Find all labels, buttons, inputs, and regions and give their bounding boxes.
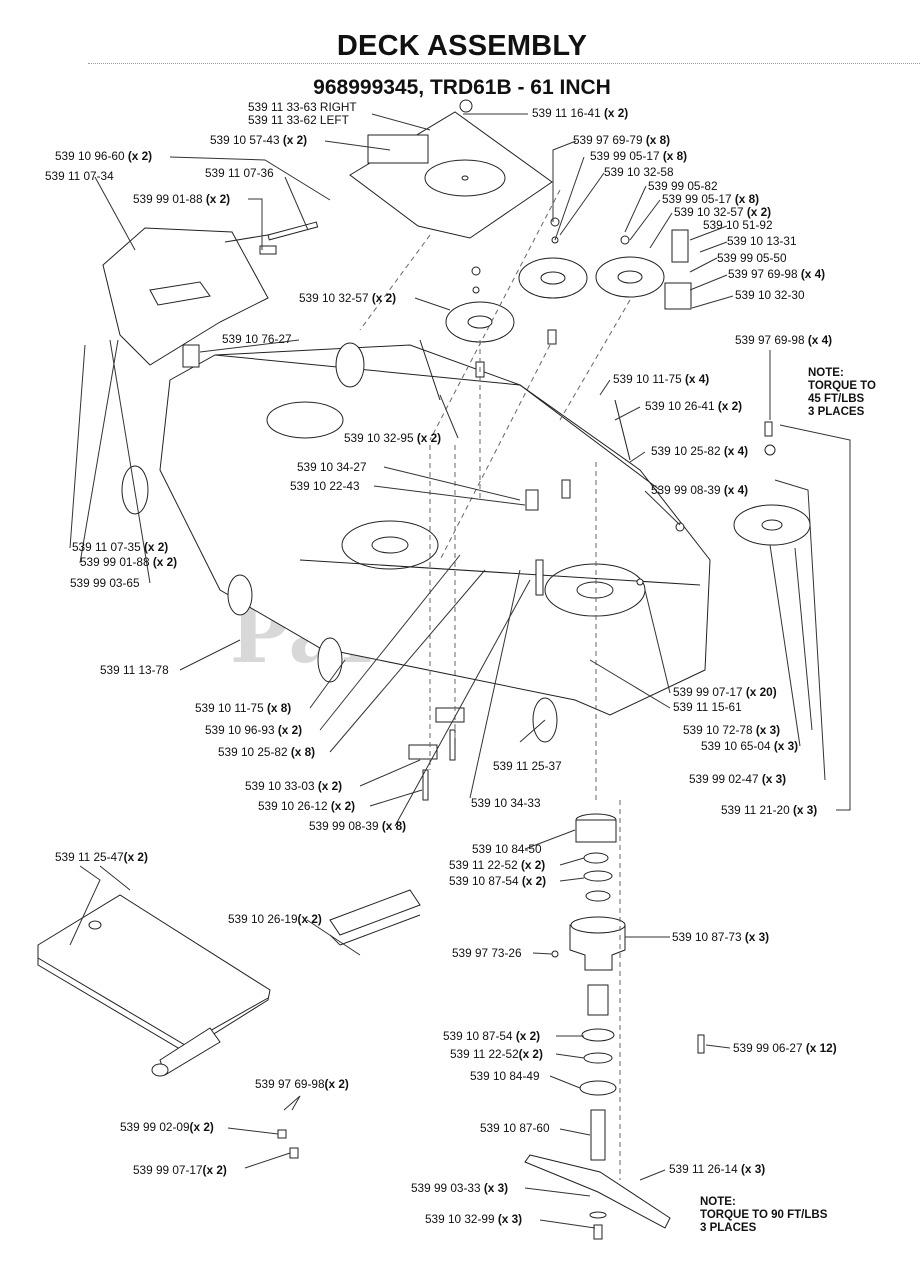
- torque-note-90: NOTE: TORQUE TO 90 FT/LBS 3 PLACES: [700, 1196, 828, 1234]
- part-label: 539 11 33-62 LEFT: [248, 113, 349, 127]
- part-label: 539 10 57-43 (x 2): [210, 133, 308, 147]
- part-label: 539 10 34-33: [471, 796, 541, 810]
- part-label: 539 99 03-33 (x 3): [411, 1181, 509, 1195]
- part-label: 539 10 22-43: [290, 479, 360, 493]
- part-label: 539 99 08-39 (x 4): [651, 483, 749, 497]
- part-label: 539 11 15-61: [673, 700, 742, 714]
- part-label: 539 10 34-27: [297, 460, 367, 474]
- part-label: 539 99 08-39 (x 8): [309, 819, 407, 833]
- part-label: 539 11 21-20 (x 3): [721, 803, 818, 817]
- part-label: 539 99 05-50: [717, 251, 787, 265]
- part-label: 539 11 07-34: [45, 169, 114, 183]
- part-label: 539 99 07-17 (x 20): [673, 685, 777, 699]
- part-label: 539 10 76-27: [222, 332, 292, 346]
- construction-lines: [359, 189, 631, 1180]
- part-label: 539 10 32-99 (x 3): [425, 1212, 523, 1226]
- part-label: 539 11 22-52(x 2): [450, 1047, 543, 1061]
- part-label: 539 10 96-93 (x 2): [205, 723, 303, 737]
- part-label: 539 11 07-35 (x 2): [72, 540, 169, 554]
- belt-cover: [349, 111, 553, 239]
- part-label: 539 97 69-98 (x 4): [735, 333, 833, 347]
- part-label: 539 11 26-14 (x 3): [669, 1162, 766, 1176]
- part-label: 539 10 32-30: [735, 288, 805, 302]
- mounting-brackets: [37, 889, 421, 1159]
- part-label: 539 99 01-88 (x 2): [80, 555, 178, 569]
- part-label: 539 99 03-65: [70, 576, 140, 590]
- part-label: 539 99 07-17(x 2): [133, 1163, 227, 1177]
- title-divider: [88, 63, 920, 64]
- part-label: 539 99 02-47 (x 3): [689, 772, 787, 786]
- part-label: 539 99 05-17 (x 8): [662, 192, 760, 206]
- part-label: 539 10 11-75 (x 4): [613, 372, 710, 386]
- part-label: 539 99 02-09(x 2): [120, 1120, 214, 1134]
- part-label: 539 99 06-27 (x 12): [733, 1041, 837, 1055]
- mower-deck: [159, 344, 711, 716]
- part-label: 539 10 72-78 (x 3): [683, 723, 781, 737]
- torque-note-45: NOTE: TORQUE TO 45 FT/LBS 3 PLACES: [808, 367, 876, 418]
- part-label: 539 10 87-54 (x 2): [443, 1029, 541, 1043]
- part-label: 539 10 51-92: [703, 218, 773, 232]
- part-label: 539 10 32-57 (x 2): [299, 291, 397, 305]
- part-label: 539 10 26-19(x 2): [228, 912, 322, 926]
- part-label: 539 10 32-57 (x 2): [674, 205, 772, 219]
- part-label: 539 97 69-79 (x 8): [573, 133, 671, 147]
- part-label: 539 11 25-47(x 2): [55, 850, 148, 864]
- part-label: 539 99 05-17 (x 8): [590, 149, 688, 163]
- part-label: 539 10 84-49: [470, 1069, 540, 1083]
- part-label: 539 10 26-12 (x 2): [258, 799, 356, 813]
- diagram-title: DECK ASSEMBLY: [336, 30, 588, 62]
- part-label: 539 10 84-50: [472, 842, 542, 856]
- part-label: 539 97 73-26: [452, 946, 522, 960]
- spindle-assembly: [524, 813, 671, 1240]
- part-label: 539 10 96-60 (x 2): [55, 149, 153, 163]
- part-label: 539 10 33-03 (x 2): [245, 779, 343, 793]
- part-label: 539 10 32-58: [604, 165, 674, 179]
- part-label: 539 11 16-41 (x 2): [532, 106, 629, 120]
- part-label: 539 10 65-04 (x 3): [701, 739, 799, 753]
- part-label: 539 10 87-73 (x 3): [672, 930, 770, 944]
- model-subtitle: 968999345, TRD61B - 61 INCH: [313, 76, 611, 99]
- part-label: 539 10 87-54 (x 2): [449, 874, 547, 888]
- part-label: 539 10 87-60: [480, 1121, 550, 1135]
- part-label: 539 10 25-82 (x 4): [651, 444, 749, 458]
- part-label: 539 10 13-31: [727, 234, 797, 248]
- part-label: 539 10 26-41 (x 2): [645, 399, 743, 413]
- part-label: 539 11 25-37: [493, 759, 562, 773]
- part-label: 539 10 32-95 (x 2): [344, 431, 442, 445]
- part-label: 539 10 25-82 (x 8): [218, 745, 316, 759]
- part-label: 539 11 22-52 (x 2): [449, 858, 546, 872]
- leader-lines: [69, 113, 851, 1229]
- part-label: 539 97 69-98 (x 4): [728, 267, 826, 281]
- part-label: 539 97 69-98(x 2): [255, 1077, 349, 1091]
- part-label: 539 99 05-82: [648, 179, 718, 193]
- part-label: 539 11 13-78: [100, 663, 169, 677]
- part-label: 539 11 33-63 RIGHT: [248, 100, 357, 114]
- part-label: 539 11 07-36: [205, 166, 274, 180]
- part-label: 539 10 11-75 (x 8): [195, 701, 292, 715]
- part-label: 539 99 01-88 (x 2): [133, 192, 231, 206]
- gauge-wheels: [121, 342, 558, 743]
